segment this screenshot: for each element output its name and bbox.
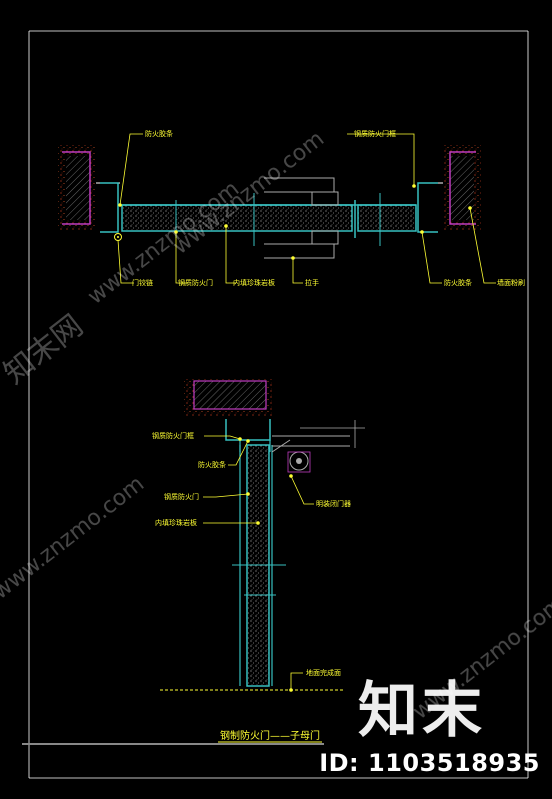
drawing-title-block: 钢制防火门——子母门 [218,729,322,743]
label-wall-finish: 墙面粉刷 [497,278,525,287]
label-seal-left: 防火胶条 [145,129,173,138]
label-seal-right: 防火胶条 [444,278,472,287]
image-id-label: ID: 1103518935 [319,749,540,777]
door-leaf-plan [100,182,438,246]
plan-leader-dots [118,184,472,260]
section-leaders [203,435,314,690]
watermark-url-1: www.znzmo.com [83,176,244,309]
left-wall [58,145,120,231]
door-closer [271,420,365,473]
plan-view: 防火胶条 钢质防火门框 门铰链 钢质防火门 内填珍珠岩板 拉手 防火胶条 墙面粉… [58,129,525,287]
label-handle: 拉手 [305,278,319,287]
label-section-frame: 钢质防火门框 [152,431,194,440]
label-section-floor: 地面完成面 [306,668,341,677]
label-infill: 内填珍珠岩板 [233,278,275,287]
sheet-border [22,30,529,779]
watermark-url-3: www.znzmo.com [0,471,149,604]
label-hinge: 门铰链 [132,278,153,287]
watermark-cn-1: 知末网 [0,308,90,391]
label-door-leaf: 钢质防火门 [178,278,213,287]
label-section-closer: 明装闭门器 [316,499,351,508]
right-wall [418,145,481,231]
label-section-seal: 防火胶条 [198,460,226,469]
plan-leaders [117,133,496,284]
label-section-door-leaf: 钢质防火门 [164,492,199,501]
label-section-infill: 内填珍珠岩板 [155,518,197,527]
label-frame-right: 钢质防火门框 [354,129,396,138]
door-leaf-section [232,444,286,687]
lintel [184,379,272,417]
brand-logo-watermark: 知末 [358,676,486,746]
section-leader-dots [238,437,293,692]
handle-plan [264,177,339,259]
watermark-url-2: www.znzmo.com [168,126,329,259]
drawing-title: 钢制防火门——子母门 [220,729,320,742]
section-view: 钢质防火门框 防火胶条 钢质防火门 内填珍珠岩板 明装闭门器 地面完成面 [152,379,365,692]
